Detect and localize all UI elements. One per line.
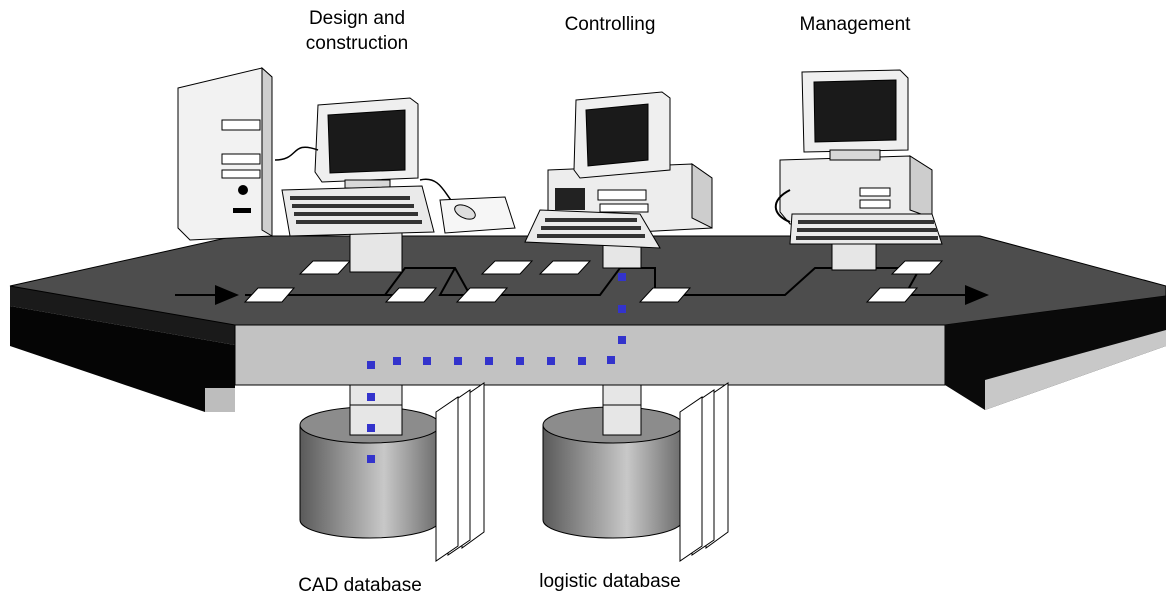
data-path-dots (367, 273, 626, 463)
tower-side (261, 66, 273, 237)
management-workstation (774, 69, 943, 271)
mouse-pad (439, 196, 516, 234)
data-path-dot (367, 361, 375, 369)
platform-front (234, 324, 946, 386)
flow-node (455, 287, 509, 303)
pc-drive (859, 187, 891, 197)
pc-drive (599, 203, 649, 213)
logistic-database-label: logistic database (539, 571, 681, 592)
pillar-into-cylinder (602, 404, 642, 436)
pillar-into-cylinder (349, 404, 403, 436)
data-path-dot (423, 357, 431, 365)
data-path-dot (618, 336, 626, 344)
data-path-dot (607, 356, 615, 364)
flow-nodes (243, 260, 944, 303)
cad-keyboard (281, 185, 435, 237)
platform (9, 235, 1166, 412)
tower-drive-bay (221, 169, 261, 179)
management-keyboard-keys (796, 220, 938, 240)
cad-document-stack (435, 382, 485, 562)
data-path-dot (393, 357, 401, 365)
controlling-monitor-screen (585, 103, 649, 167)
platform-left-front (205, 388, 235, 412)
pc-drive (597, 189, 647, 201)
keyboard-cable (774, 189, 791, 223)
tower-drive-bay (221, 153, 261, 165)
platform-right-front (985, 330, 1166, 410)
controlling-label: Controlling (564, 14, 656, 35)
logistic-database-cylinder (542, 382, 729, 562)
monitor-stand (829, 149, 881, 161)
process-flow (175, 267, 989, 305)
management-label: Management (799, 14, 911, 35)
tower-slot (233, 208, 251, 213)
flow-line-branch-2 (438, 267, 470, 296)
flow-node (243, 287, 296, 303)
flow-node (890, 260, 944, 275)
flow-node (638, 287, 692, 303)
cad-database-cylinder (299, 382, 485, 562)
design-label-line1: Design and (308, 8, 406, 29)
cad-keyboard-keys (290, 196, 422, 224)
data-path-dot (367, 424, 375, 432)
tower-button (238, 185, 248, 195)
management-monitor-screen (813, 79, 897, 143)
mouse-icon (454, 204, 476, 220)
pc-base-side (691, 163, 713, 229)
logistic-document-stack (679, 382, 729, 562)
flow-node (538, 260, 592, 275)
platform-left-side (10, 286, 235, 345)
pc-drive (859, 199, 891, 209)
data-path-dot (367, 455, 375, 463)
pc-base-side (909, 155, 933, 219)
data-path-dot (516, 357, 524, 365)
tower-drive-bay (221, 119, 261, 131)
platform-top (9, 235, 1166, 326)
data-path-dot (618, 273, 626, 281)
cad-database-label: CAD database (298, 575, 422, 596)
flow-node (384, 287, 438, 303)
controlling-workstation (524, 91, 713, 269)
data-path-dot (367, 393, 375, 401)
cad-monitor-screen (327, 109, 406, 174)
controlling-keyboard-keys (537, 218, 645, 238)
data-path-dot (454, 357, 462, 365)
data-path-dot (547, 357, 555, 365)
data-path-dot (618, 305, 626, 313)
platform-left-side-lower (10, 306, 235, 412)
data-path-dot (578, 357, 586, 365)
flow-node (298, 260, 352, 275)
pc-drive (555, 188, 585, 210)
data-path-dot (485, 357, 493, 365)
flow-node (480, 260, 534, 275)
design-label-line2: construction (305, 33, 409, 54)
cad-workstation (177, 66, 516, 273)
design-construction-label: Design and construction (272, 6, 442, 56)
workstation-pillar (349, 231, 403, 273)
flow-node (865, 287, 919, 303)
